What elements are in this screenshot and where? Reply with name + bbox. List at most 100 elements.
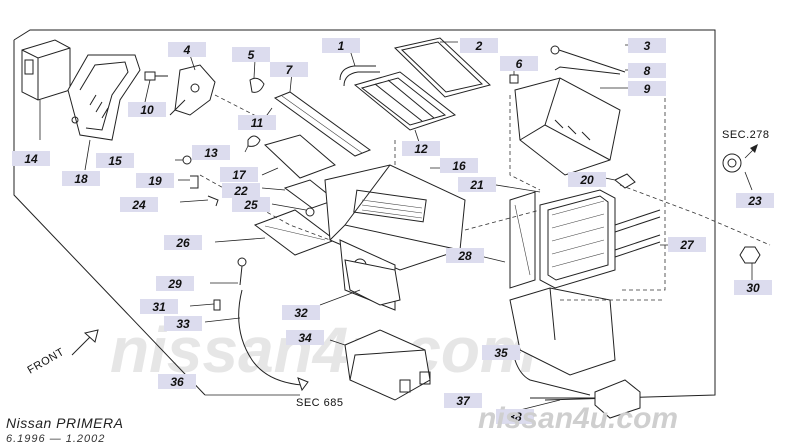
callout-box-29: [156, 276, 194, 291]
callout-box-28: [446, 248, 484, 263]
callout-37: 37: [444, 393, 482, 408]
callout-17: 17: [220, 167, 258, 182]
callout-box-11: [238, 115, 276, 130]
callout-22: 22: [222, 183, 260, 198]
part-10-bolt: [144, 71, 168, 103]
callout-18: 18: [62, 171, 100, 186]
front-arrow: [71, 329, 99, 356]
callout-11: 11: [238, 115, 276, 130]
callout-box-10: [128, 102, 166, 117]
callout-box-9: [628, 81, 666, 96]
callout-box-7: [270, 62, 308, 77]
callout-label-13: 13: [204, 146, 218, 160]
part-27-heater-core: [539, 189, 680, 289]
part-25-knob: [271, 203, 315, 217]
callout-19: 19: [136, 173, 174, 188]
part-5-link: [249, 59, 265, 93]
callout-10: 10: [128, 102, 166, 117]
part-18-duct: [67, 54, 141, 171]
callout-4: 4: [168, 42, 206, 57]
callout-label-7: 7: [286, 63, 294, 77]
callout-33: 33: [164, 316, 202, 331]
callout-box-26: [164, 235, 202, 250]
callout-box-27: [668, 237, 706, 252]
part-31-screw: [189, 299, 221, 311]
sec-278-label: SEC.278: [722, 129, 770, 141]
callout-label-21: 21: [469, 178, 484, 192]
callout-9: 9: [628, 81, 666, 96]
part-26-panel: [214, 209, 337, 256]
callout-box-21: [458, 177, 496, 192]
callout-box-19: [136, 173, 174, 188]
callout-label-37: 37: [456, 394, 471, 408]
callout-16: 16: [440, 158, 478, 173]
part-21-frame: [489, 183, 541, 289]
callout-label-1: 1: [338, 39, 345, 53]
callout-label-18: 18: [74, 172, 88, 186]
callout-36: 36: [158, 374, 196, 389]
outer-frame: [13, 29, 716, 401]
callout-box-32: [282, 305, 320, 320]
callout-38: 38: [496, 409, 534, 424]
part-7-strip: [273, 71, 372, 157]
callout-box-16: [440, 158, 478, 173]
callout-label-31: 31: [152, 300, 166, 314]
callout-35: 35: [482, 345, 520, 360]
callout-label-20: 20: [579, 173, 594, 187]
part-14-cover: [21, 39, 71, 140]
callout-box-1: [322, 38, 360, 53]
part-38-module: [519, 379, 641, 419]
callout-23: 23: [736, 193, 774, 208]
callout-label-2: 2: [475, 39, 483, 53]
callout-label-19: 19: [148, 174, 162, 188]
part-4-lever: [169, 54, 216, 116]
callout-box-4: [168, 42, 206, 57]
callout-2: 2: [460, 38, 498, 53]
sec-685-label: SEC 685: [296, 397, 344, 409]
part-2-frame: [393, 37, 491, 98]
callout-29: 29: [156, 276, 194, 291]
watermark-corner: nissan4u.com: [478, 402, 678, 435]
callout-8: 8: [628, 63, 666, 78]
callout-24: 24: [120, 197, 158, 212]
callout-box-18: [62, 171, 100, 186]
callout-label-10: 10: [140, 103, 154, 117]
part-12-filter: [353, 71, 457, 146]
callout-20: 20: [568, 172, 606, 187]
callout-25: 25: [232, 197, 270, 212]
callout-32: 32: [282, 305, 320, 320]
part-23-grommet: [722, 153, 753, 191]
callout-label-12: 12: [414, 142, 428, 156]
callout-box-3: [628, 38, 666, 53]
callout-box-37: [444, 393, 482, 408]
model-name: Nissan PRIMERA: [6, 415, 123, 431]
part-20-bracket: [604, 173, 636, 189]
callout-box-22: [222, 183, 260, 198]
callout-1: 1: [322, 38, 360, 53]
callout-label-17: 17: [232, 168, 247, 182]
callout-label-11: 11: [251, 116, 264, 130]
callout-box-12: [402, 141, 440, 156]
callout-31: 31: [140, 299, 178, 314]
callout-label-28: 28: [457, 249, 472, 263]
callout-14: 14: [12, 151, 50, 166]
callout-box-8: [628, 63, 666, 78]
callout-box-33: [164, 316, 202, 331]
callout-box-35: [482, 345, 520, 360]
callout-7: 7: [270, 62, 308, 77]
part-29-bolt: [210, 257, 247, 286]
part-32-lower-case: [319, 259, 401, 306]
callout-21: 21: [458, 177, 496, 192]
part-13-clip: [244, 135, 261, 153]
sec-278-ref: [744, 144, 758, 159]
part-30-nut: [739, 246, 761, 280]
callout-27: 27: [668, 237, 706, 252]
callout-label-9: 9: [644, 82, 651, 96]
callout-13: 13: [192, 145, 230, 160]
callout-12: 12: [402, 141, 440, 156]
callout-label-3: 3: [644, 39, 651, 53]
callout-label-14: 14: [24, 152, 38, 166]
callout-label-29: 29: [167, 277, 182, 291]
callout-box-30: [734, 280, 772, 295]
